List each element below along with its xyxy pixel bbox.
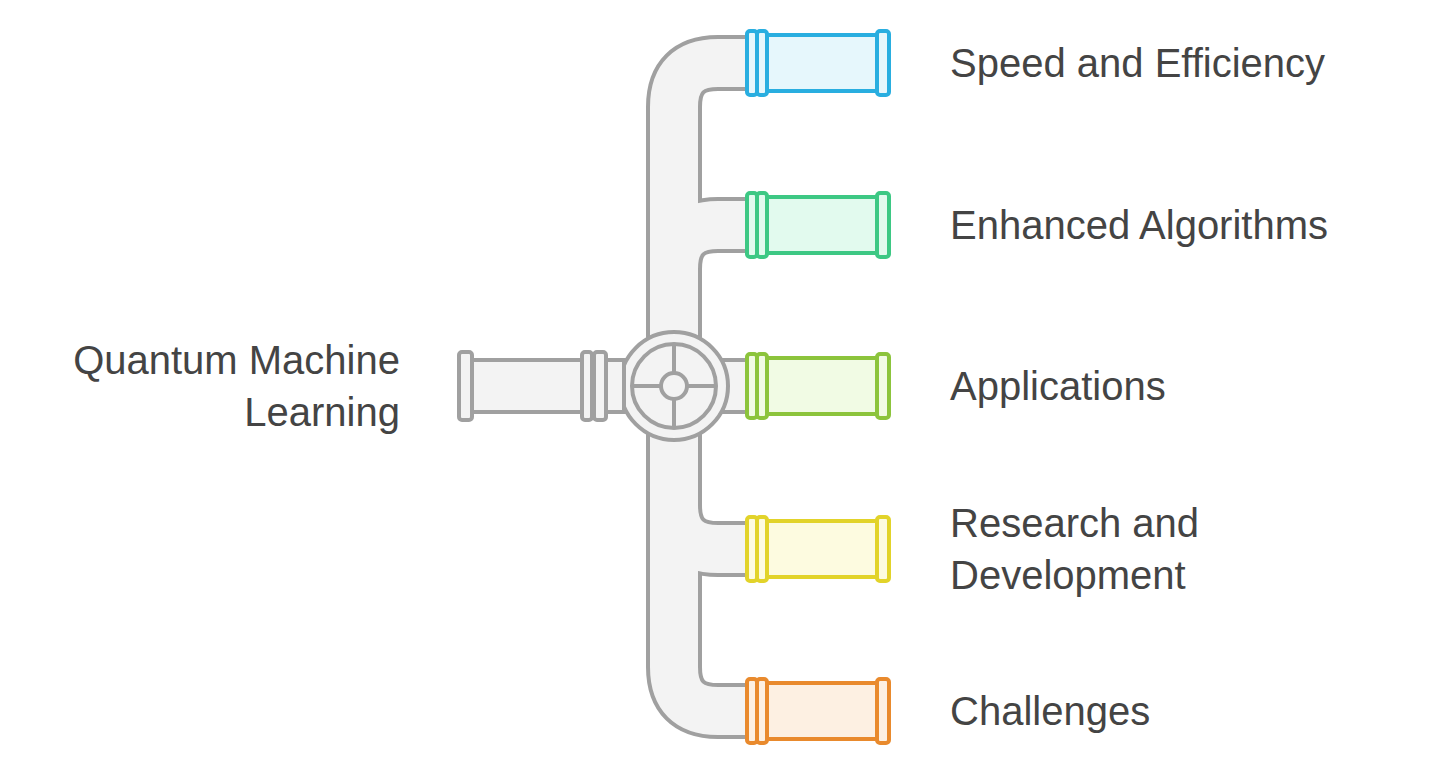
outlet-label: Enhanced Algorithms [950, 199, 1400, 251]
outlet-pipe: Speed and Efficiency [745, 29, 1405, 97]
outlet-pipe: Applications [745, 352, 1405, 420]
source-pipe: Quantum Machine Learning [30, 336, 620, 436]
outlet-pipe: Research and Development [745, 515, 1405, 583]
valve-junction [620, 332, 728, 440]
outlet-label: Applications [950, 360, 1400, 412]
source-label: Quantum Machine Learning [30, 334, 400, 438]
outlet-pipe: Enhanced Algorithms [745, 191, 1405, 259]
outlet-label: Research and Development [950, 497, 1250, 601]
outlet-pipe: Challenges [745, 677, 1405, 745]
outlet-label: Speed and Efficiency [950, 37, 1400, 89]
outlet-label: Challenges [950, 685, 1400, 737]
